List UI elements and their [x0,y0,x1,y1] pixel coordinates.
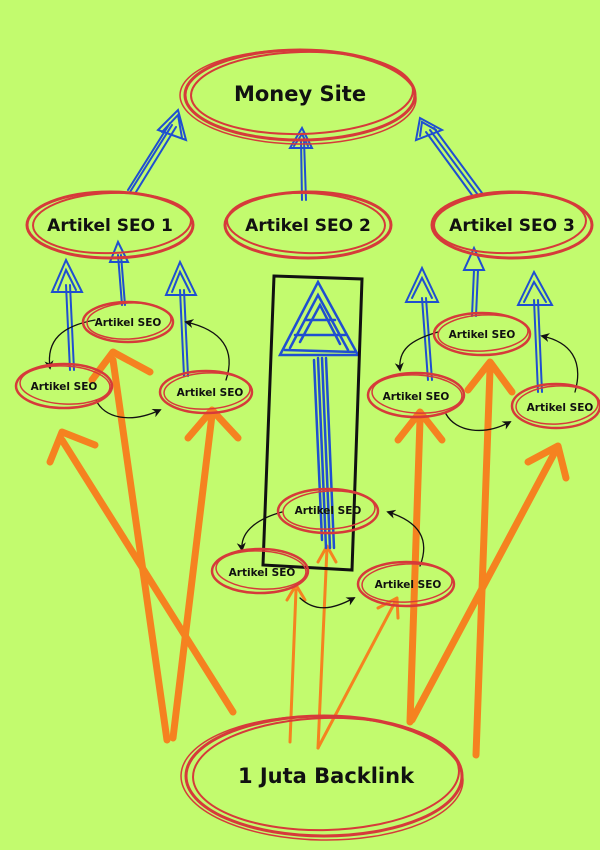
node-label: Artikel SEO [95,317,162,329]
blue-arrow-left-a [50,257,84,371]
blue-arrow-right-b [462,245,486,317]
black-arrow-r2 [445,413,512,432]
node-tier2-left-top: Artikel SEO [81,300,175,344]
orange-arrow-right-3 [408,442,570,724]
orange-arrow-right-1 [394,408,446,726]
node-label: Artikel SEO [295,505,362,517]
node-label: Artikel SEO [375,579,442,591]
node-label: Money Site [234,82,366,106]
node-label: Artikel SEO 2 [245,216,371,236]
blue-arrow-seo3-to-money [414,116,483,196]
node-label: 1 Juta Backlink [238,764,415,788]
black-arrow-c1 [236,511,283,552]
blue-arrow-seo1-to-money [127,108,188,193]
node-artikel-seo-3: Artikel SEO 3 [430,190,594,260]
black-arrow-c3 [386,509,425,567]
black-arrow-r1 [394,331,439,372]
blue-arrow-right-a [404,265,440,381]
node-tier2-center-right: Artikel SEO [356,560,456,608]
black-arrow-c2 [299,597,356,609]
black-arrows [44,319,579,609]
node-backlink: 1 Juta Backlink [180,714,464,841]
node-label: Artikel SEO [449,329,516,341]
node-label: Artikel SEO [229,567,296,579]
node-tier2-right-top: Artikel SEO [432,311,532,357]
node-label: Artikel SEO [177,387,244,399]
node-label: Artikel SEO [31,381,98,393]
orange-arrows [46,348,570,759]
blue-arrow-right-c [516,269,554,393]
node-label: Artikel SEO [383,391,450,403]
node-money-site: Money Site [179,48,417,145]
blue-arrow-left-c [164,259,198,377]
orange-arrow-left-1 [46,428,237,716]
black-arrow-r3 [540,333,579,393]
node-tier2-right-left: Artikel SEO [366,371,466,419]
black-arrow-l1 [44,319,96,370]
node-tier2-center-top: Artikel SEO [276,487,380,535]
node-tier2-center-left: Artikel SEO [210,547,310,595]
black-arrow-l3 [184,319,230,381]
highlight-box [261,274,364,572]
node-label: Artikel SEO 3 [449,216,575,236]
node-tier2-left-left: Artikel SEO [14,362,114,410]
blue-arrow-seo2-to-money [288,125,314,201]
node-label: Artikel SEO 1 [47,216,173,236]
node-artikel-seo-2: Artikel SEO 2 [223,190,393,260]
blue-arrows [50,108,554,550]
orange-arrow-left-3 [169,406,242,742]
orange-arrow-thin-3 [316,596,400,750]
black-arrow-l2 [95,399,162,419]
orange-arrow-right-2 [464,358,516,759]
node-label: Artikel SEO [527,402,594,414]
node-artikel-seo-1: Artikel SEO 1 [25,190,195,260]
blue-arrow-center-big [277,279,361,550]
node-tier2-right-right: Artikel SEO [510,382,600,430]
node-tier2-left-right: Artikel SEO [158,369,254,415]
